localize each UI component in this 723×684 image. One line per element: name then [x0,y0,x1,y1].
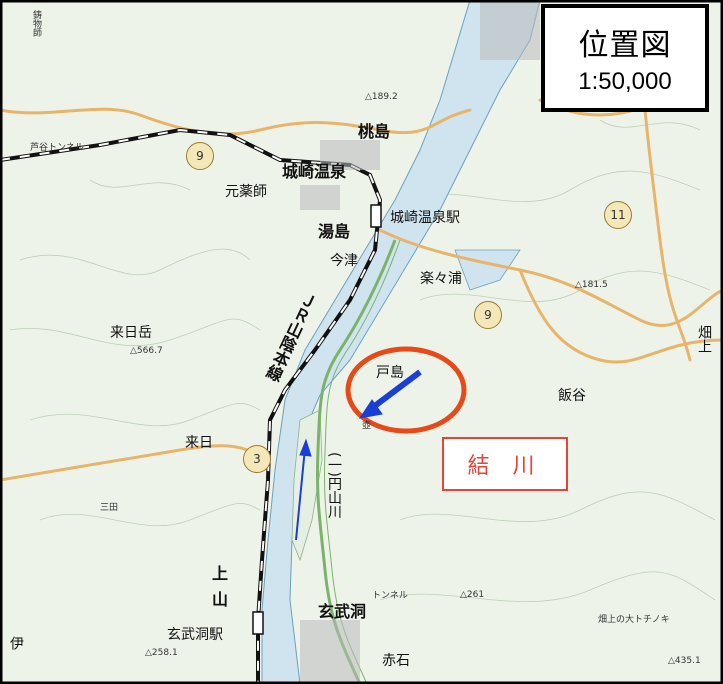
spot-height-3: △566.7 [130,346,163,356]
label-kinosaki-onsen: 城崎温泉 [282,162,347,181]
kinosaki-station-marker [370,204,382,228]
label-imoji: 鋳物師 [31,10,41,37]
spot-height-4: △258.1 [145,648,178,658]
spot-height-1: △189.2 [365,92,398,102]
label-rakurakuura: 楽々浦 [420,271,462,287]
label-kuruhi: 来日 [185,435,213,451]
route-9-badge-east: 9 [474,301,502,329]
focus-river-ellipse [345,346,467,434]
label-ue: 上 [212,564,229,583]
label-iiya: 飯谷 [558,388,586,404]
label-genbudo-station: 玄武洞駅 [167,627,223,643]
flow-arrow-1 [358,369,422,419]
spot-height-2: △181.5 [575,280,608,290]
label-hatakami-tree: 畑上の大トチノキ [598,615,670,625]
label-toshima: 戸島 [376,365,404,381]
genbudo-station-marker [252,611,264,635]
route-11-badge: 11 [604,201,632,229]
label-akaishi: 赤石 [382,653,410,669]
prefectural-road [315,239,397,684]
jr-rail-dash [0,128,382,684]
map-title: 位置図 [578,28,672,63]
flow-arrow-2 [295,438,312,541]
label-kuruhi-dake: 来日岳 [110,325,152,341]
label-imazu: 今津 [330,253,358,269]
route-3-badge: 3 [243,445,271,473]
label-prefectural-road: (一)円山川 [326,452,342,519]
label-yushima: 湯島 [318,222,351,241]
label-hatakami: 畑上 [696,325,712,353]
label-momoshima: 桃島 [358,122,391,141]
label-sanda: 三田 [100,503,119,513]
label-kinosaki-onsen-station: 城崎温泉駅 [390,210,460,226]
route-9-badge-west: 9 [186,142,214,170]
label-tsubo: 壺 [362,421,372,431]
spot-height-6: △435.1 [668,656,701,666]
label-motoyakushi: 元薬師 [225,184,267,200]
label-genbudo: 玄武洞 [318,602,367,621]
label-yama: 山 [212,590,229,609]
map-scale: 1:50,000 [578,68,672,95]
label-iwa: 伊 [8,636,24,650]
label-tunnel: トンネル [372,591,408,601]
focus-river-label-box: 結 川 [442,437,568,491]
spot-height-5: △261 [460,590,485,600]
prefectural-road-border [323,239,401,684]
title-box: 位置図 1:50,000 [541,4,709,112]
label-ashiya-tunnel: 芦谷トンネル [30,143,84,153]
focus-river-label: 結 川 [467,454,543,479]
town-blocks [300,0,540,684]
